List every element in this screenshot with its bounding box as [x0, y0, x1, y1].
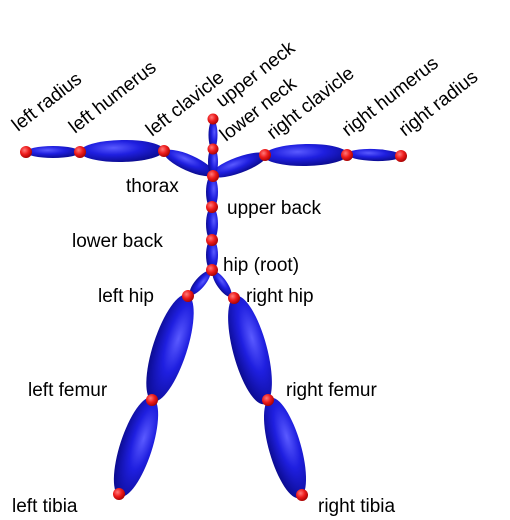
- left-tibia-bone: [105, 393, 168, 502]
- thorax-joint: [207, 170, 219, 182]
- label-thorax: thorax: [126, 176, 179, 197]
- head-top-joint: [208, 114, 219, 125]
- label-right-humerus: right humerus: [338, 53, 442, 141]
- left-radius-bone: [26, 146, 80, 158]
- right-radius-bone: [347, 148, 401, 162]
- labels: left radius left humerus left clavicle u…: [8, 37, 482, 517]
- label-right-femur: right femur: [286, 380, 377, 401]
- label-left-femur: left femur: [28, 380, 108, 401]
- left-femur-bone: [137, 289, 204, 406]
- label-hip-root: hip (root): [223, 255, 299, 276]
- right-shoulder-joint: [259, 149, 271, 161]
- left-knee-joint: [146, 394, 158, 406]
- right-ankle-joint: [296, 489, 308, 501]
- right-elbow-joint: [341, 149, 353, 161]
- label-left-hip: left hip: [98, 286, 154, 307]
- left-hip-joint: [182, 290, 194, 302]
- label-left-tibia: left tibia: [12, 496, 78, 517]
- right-humerus-bone: [264, 143, 348, 166]
- label-lower-back: lower back: [72, 231, 163, 252]
- right-femur-bone: [219, 292, 281, 409]
- left-wrist-joint: [20, 146, 32, 158]
- hip-root-joint: [206, 264, 218, 276]
- neck-joint: [208, 144, 219, 155]
- label-upper-back: upper back: [227, 198, 322, 219]
- lower-back-joint: [206, 234, 218, 246]
- right-knee-joint: [262, 394, 274, 406]
- label-right-tibia: right tibia: [318, 496, 396, 517]
- left-humerus-bone: [80, 139, 164, 162]
- left-ankle-joint: [113, 488, 125, 500]
- right-hip-joint: [228, 292, 240, 304]
- left-elbow-joint: [74, 146, 86, 158]
- right-tibia-bone: [255, 394, 314, 503]
- label-right-hip: right hip: [246, 286, 314, 307]
- upper-back-joint: [206, 201, 218, 213]
- right-wrist-joint: [395, 150, 407, 162]
- left-shoulder-joint: [158, 145, 170, 157]
- joints: [20, 114, 407, 502]
